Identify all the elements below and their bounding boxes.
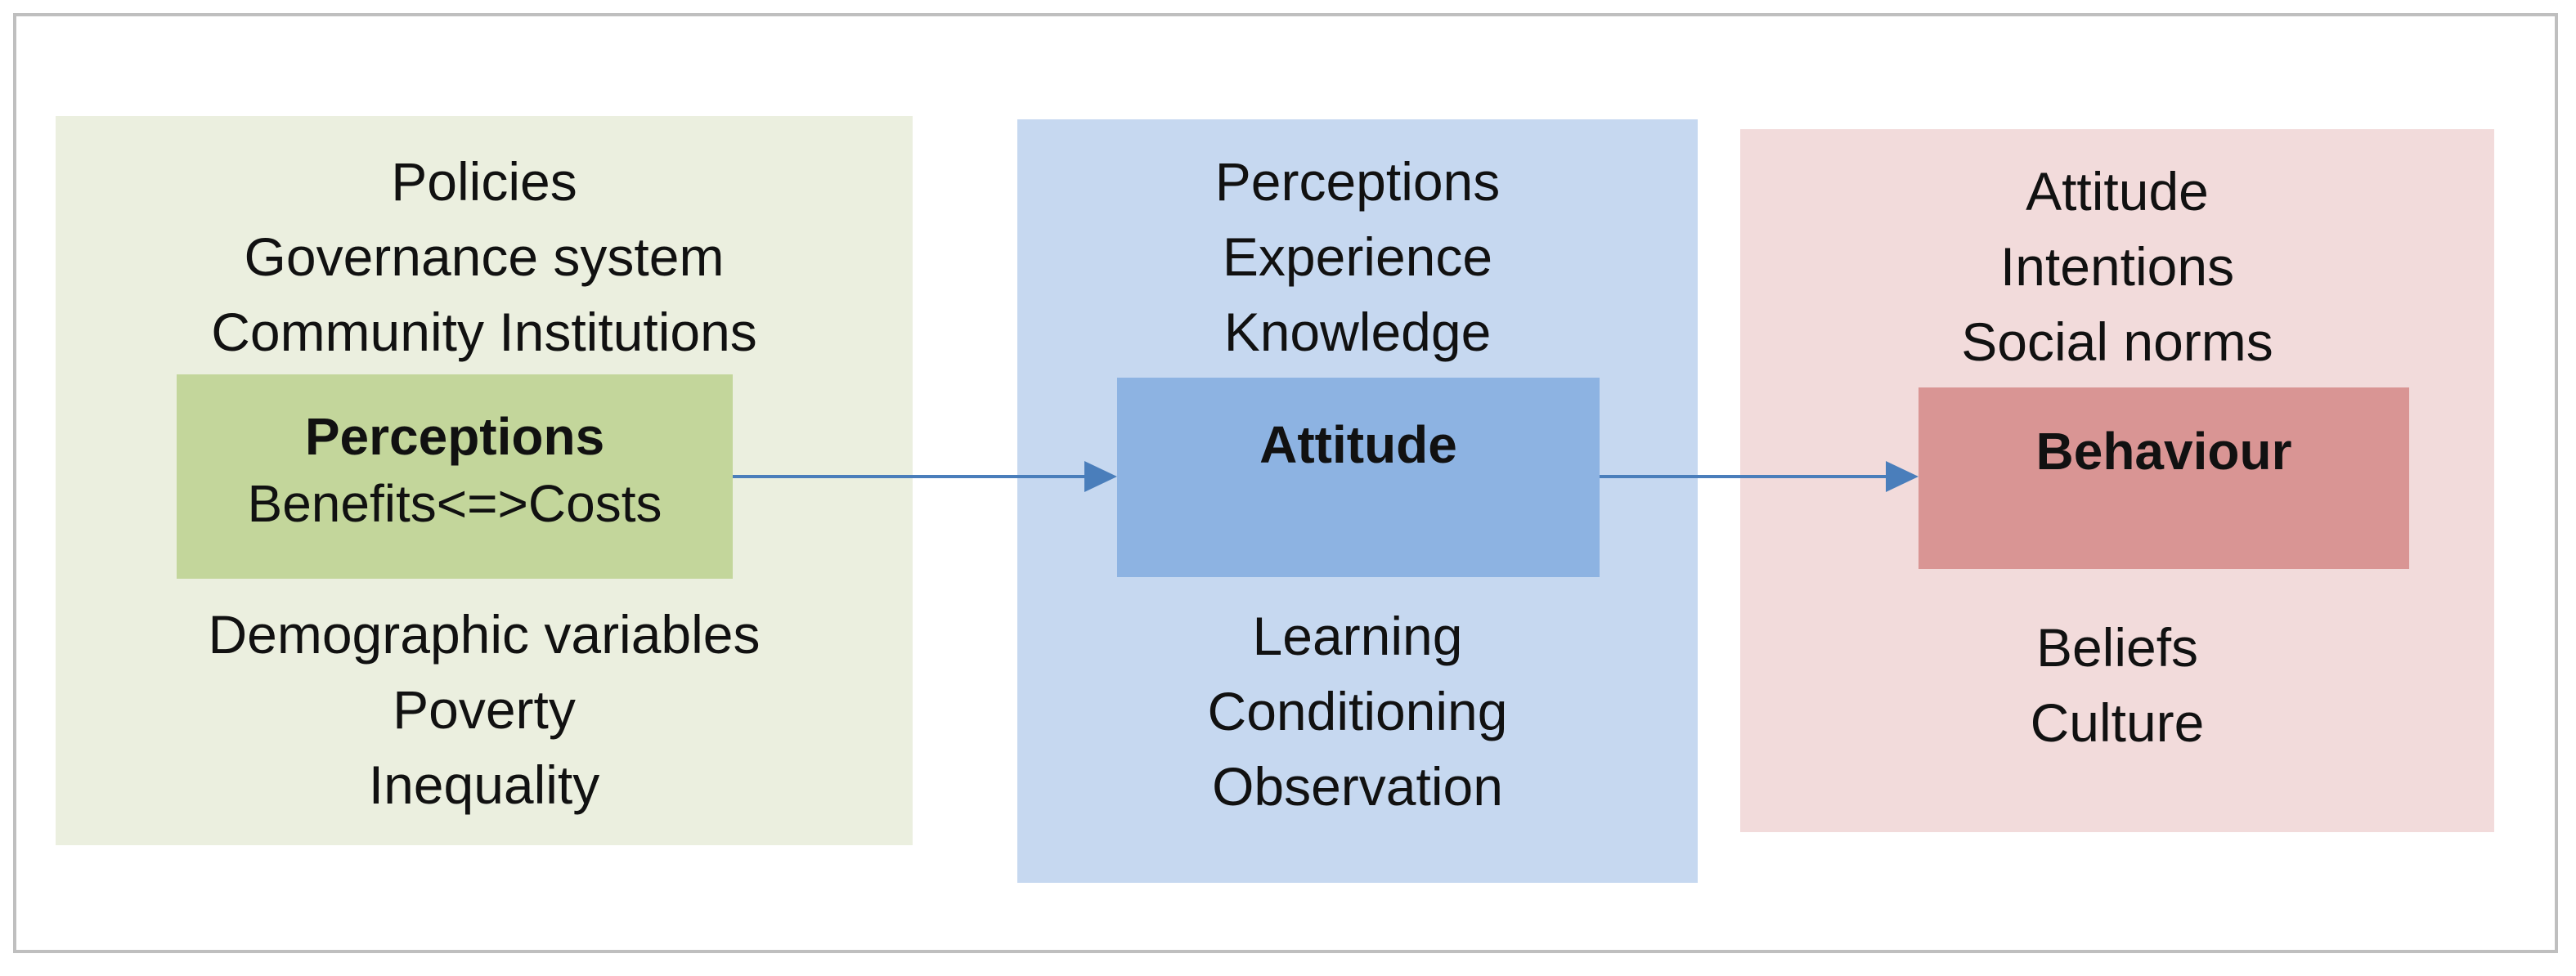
factor-governance-system: Governance system	[244, 226, 725, 287]
behaviour-box: Behaviour	[1919, 387, 2409, 569]
left-bottom-factors: Demographic variables Poverty Inequality	[56, 597, 913, 822]
attitude-box: Attitude	[1117, 378, 1600, 577]
behaviour-box-title: Behaviour	[2035, 422, 2292, 481]
factor-conditioning: Conditioning	[1207, 681, 1508, 741]
factor-perceptions: Perceptions	[1214, 151, 1501, 212]
right-top-factors: Attitude Intentions Social norms	[1740, 154, 2494, 379]
factor-learning: Learning	[1252, 606, 1463, 666]
factor-observation: Observation	[1212, 756, 1503, 817]
factor-poverty: Poverty	[393, 679, 576, 740]
factor-demographic-variables: Demographic variables	[208, 604, 761, 665]
factor-attitude: Attitude	[2026, 161, 2209, 222]
left-top-factors: Policies Governance system Community Ins…	[56, 144, 913, 369]
factor-intentions: Intentions	[1999, 236, 2235, 297]
factor-social-norms: Social norms	[1961, 311, 2273, 372]
attitude-box-title: Attitude	[1259, 415, 1457, 474]
middle-top-factors: Perceptions Experience Knowledge	[1017, 144, 1698, 369]
right-bottom-factors: Beliefs Culture	[1740, 610, 2494, 760]
factor-beliefs: Beliefs	[2035, 617, 2199, 678]
perceptions-box: Perceptions Benefits<=>Costs	[177, 374, 733, 579]
diagram-frame	[13, 13, 2558, 953]
factor-knowledge: Knowledge	[1223, 302, 1492, 362]
factor-community-institutions: Community Institutions	[211, 302, 757, 362]
factor-culture: Culture	[2030, 692, 2205, 753]
factor-policies: Policies	[391, 151, 577, 212]
factor-experience: Experience	[1222, 226, 1493, 287]
middle-bottom-factors: Learning Conditioning Observation	[1017, 598, 1698, 824]
perceptions-box-subtitle: Benefits<=>Costs	[247, 474, 662, 533]
perceptions-box-title: Perceptions	[304, 407, 605, 466]
factor-inequality: Inequality	[368, 754, 600, 815]
